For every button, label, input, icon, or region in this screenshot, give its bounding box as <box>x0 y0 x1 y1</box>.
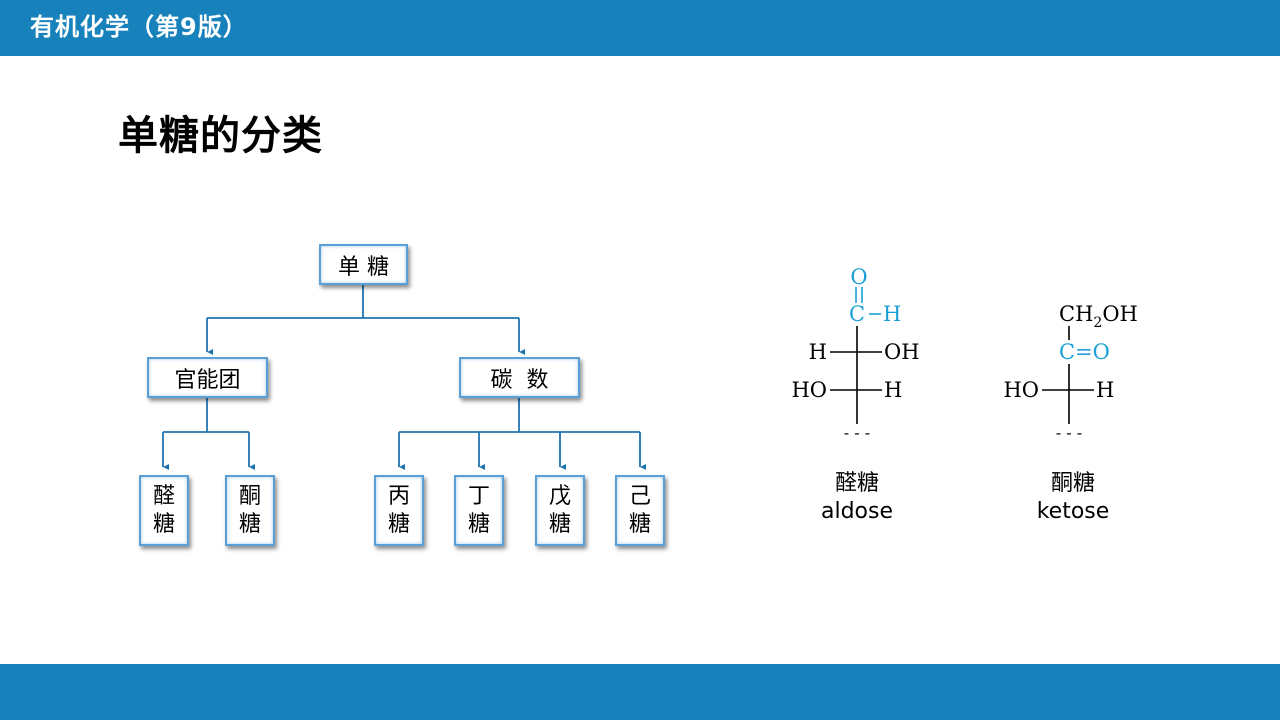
ketose-label-cn: 酮糖 <box>1050 471 1095 496</box>
aldose-label-en: aldose <box>820 499 893 524</box>
aldose-label-cn: 醛糖 <box>834 471 879 496</box>
node-ketose-label: 酮糖 <box>238 483 261 537</box>
aldose-oh-right: OH <box>884 340 920 364</box>
node-aldose-label: 醛糖 <box>152 483 175 537</box>
node-monosaccharide-label: 单 糖 <box>338 254 389 280</box>
node-triose-label: 丙糖 <box>387 483 410 537</box>
ketose-continuation-dash: - - - <box>1056 423 1082 442</box>
ketose-caption: 酮糖 ketose <box>1013 470 1133 526</box>
ketose-h-right: H <box>1096 378 1114 402</box>
ketose-label-en: ketose <box>1036 499 1110 524</box>
node-triose: 丙糖 <box>374 475 424 546</box>
node-monosaccharide: 单 糖 <box>319 244 408 285</box>
ketose-carbonyl: C=O <box>1059 340 1110 364</box>
node-pentose-label: 戊糖 <box>548 483 571 537</box>
node-tetrose-label: 丁糖 <box>467 483 490 537</box>
node-functional-group-label: 官能团 <box>174 367 241 393</box>
aldose-caption: 醛糖 aldose <box>797 470 917 526</box>
course-title: 有机化学（第9版） <box>30 13 248 41</box>
slide-title: 单糖的分类 <box>118 113 323 159</box>
aldose-ho-left: HO <box>791 378 827 402</box>
node-carbon-number: 碳 数 <box>459 357 580 398</box>
node-tetrose: 丁糖 <box>454 475 504 546</box>
node-functional-group: 官能团 <box>147 357 268 398</box>
ketose-ho-left: HO <box>1003 378 1039 402</box>
ketose-ch2oh: CH2OH <box>1059 302 1138 331</box>
node-aldose: 醛糖 <box>139 475 189 546</box>
node-ketose: 酮糖 <box>225 475 275 546</box>
aldose-h-right: H <box>884 378 902 402</box>
ketose-ch2oh-oh: OH <box>1102 302 1138 326</box>
ketose-ch2oh-sub: 2 <box>1093 315 1102 331</box>
aldose-h-top: H <box>883 302 901 326</box>
aldose-h-left: H <box>809 340 827 364</box>
node-hexose: 己糖 <box>615 475 665 546</box>
aldose-c: C <box>849 302 865 326</box>
aldose-continuation-dash: - - - <box>844 423 870 442</box>
aldose-o: O <box>850 265 867 289</box>
node-hexose-label: 己糖 <box>628 483 651 537</box>
node-carbon-number-label: 碳 数 <box>490 367 549 393</box>
footer-bar <box>0 664 1280 720</box>
node-pentose: 戊糖 <box>535 475 585 546</box>
header-bar: 有机化学（第9版） <box>0 0 1280 56</box>
ketose-ch2oh-ch: CH <box>1059 302 1093 326</box>
